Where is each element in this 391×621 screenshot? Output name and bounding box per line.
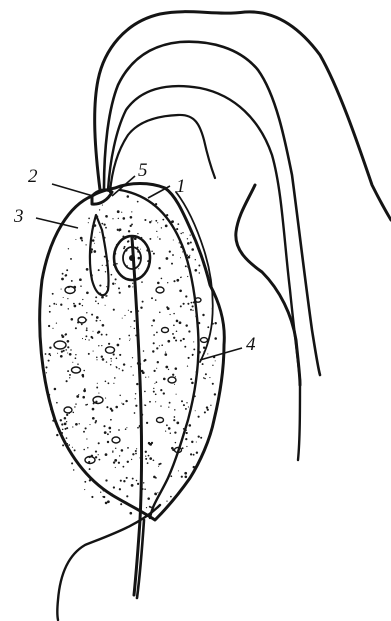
flagellum-inner xyxy=(110,115,215,192)
label-2: 2 xyxy=(28,166,38,187)
label-5: 5 xyxy=(138,160,148,181)
leader-4 xyxy=(200,348,242,360)
cell-body-outline xyxy=(40,184,225,521)
leader-2 xyxy=(52,184,93,196)
stipple-dots xyxy=(45,195,217,514)
leader-3 xyxy=(36,218,78,228)
label-1: 1 xyxy=(176,176,186,197)
leader-1 xyxy=(148,186,170,198)
axostyle xyxy=(132,238,142,595)
nucleolus xyxy=(129,255,135,261)
cell-body xyxy=(40,184,225,621)
label-3: 3 xyxy=(13,206,24,227)
label-4: 4 xyxy=(246,334,256,355)
cytoplasm-texture xyxy=(54,287,208,464)
flagellum-outer xyxy=(95,12,391,220)
